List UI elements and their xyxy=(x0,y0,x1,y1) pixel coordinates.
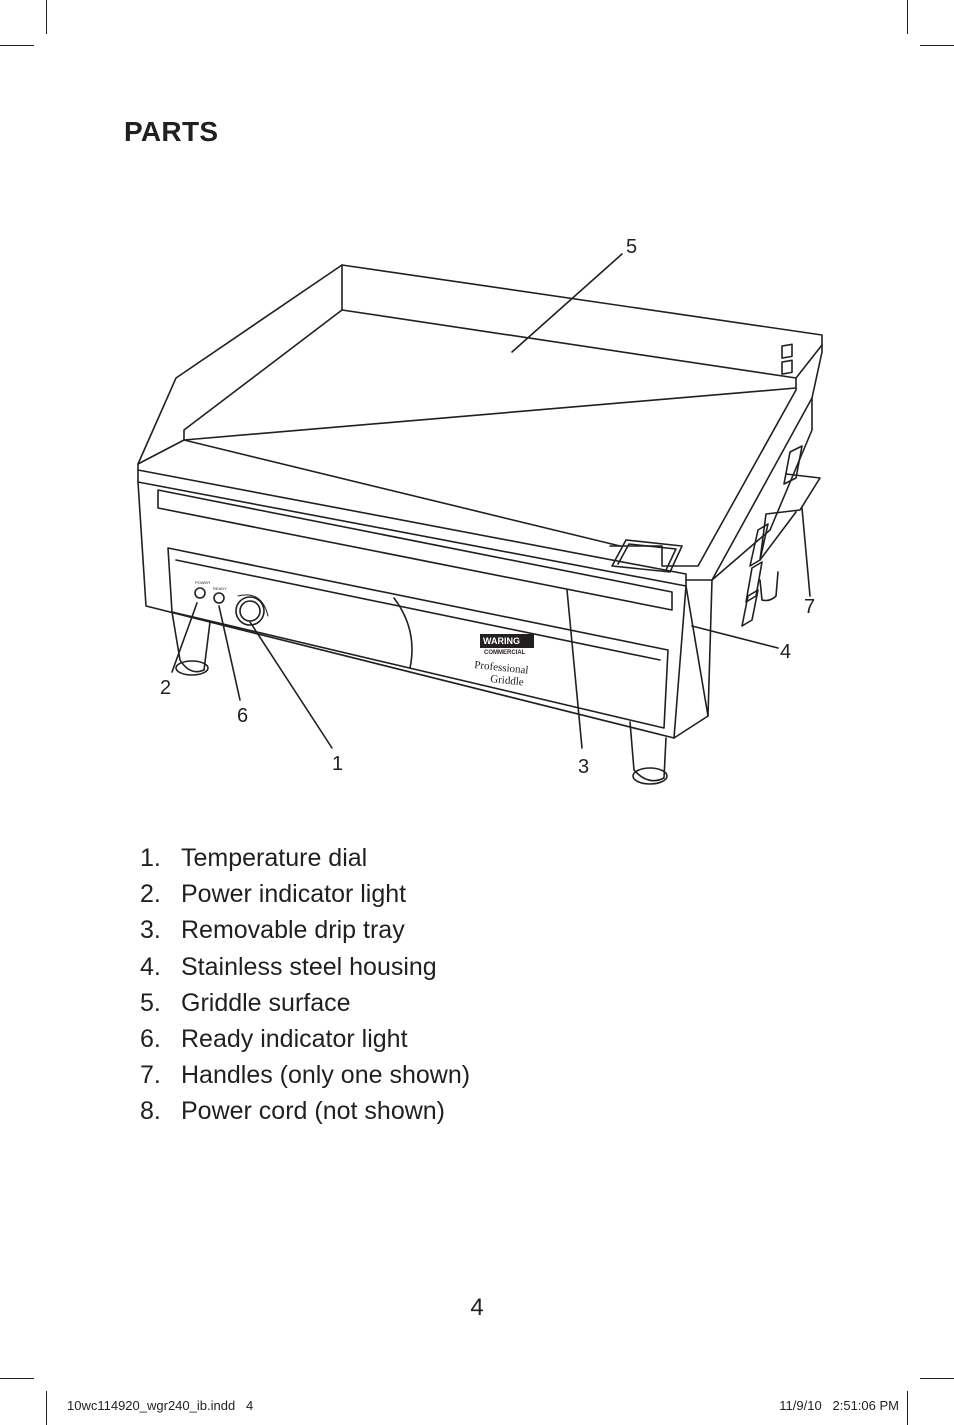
svg-text:WARING: WARING xyxy=(483,636,520,646)
drip-tray xyxy=(157,489,673,611)
control-panel xyxy=(167,547,669,729)
griddle-surface xyxy=(183,387,797,547)
crop-mark xyxy=(907,1391,908,1425)
svg-text:COMMERCIAL: COMMERCIAL xyxy=(484,650,526,656)
callout-7: 7 xyxy=(804,596,815,618)
footer-file-slug: 10wc114920_wgr240_ib.indd 4 xyxy=(67,1398,254,1413)
callout-2: 2 xyxy=(160,677,171,699)
parts-list: 1.Temperature dial 2.Power indicator lig… xyxy=(140,840,470,1130)
page-number: 4 xyxy=(470,1294,484,1321)
callout-5: 5 xyxy=(626,236,637,258)
temperature-dial xyxy=(235,596,265,626)
side-splash xyxy=(137,264,343,471)
list-item: 4.Stainless steel housing xyxy=(140,952,437,981)
crop-mark xyxy=(0,1378,34,1379)
list-item: 6.Ready indicator light xyxy=(140,1024,408,1053)
svg-text:Professional: Professional xyxy=(474,659,529,677)
crop-mark xyxy=(46,0,47,34)
leg xyxy=(759,571,779,602)
crop-mark xyxy=(920,45,954,46)
griddle-diagram: WARING COMMERCIAL Professional Griddle P… xyxy=(0,180,954,820)
ready-indicator-light xyxy=(213,592,225,604)
list-item: 7.Handles (only one shown) xyxy=(140,1061,471,1090)
back-splash xyxy=(341,264,823,567)
drip-tray-cutout xyxy=(611,539,683,573)
callout-1: 1 xyxy=(332,753,343,775)
handle xyxy=(759,473,821,561)
callout-6: 6 xyxy=(237,705,248,727)
leg xyxy=(629,721,667,782)
list-item: 1.Temperature dial xyxy=(140,844,368,872)
leg xyxy=(171,611,211,673)
crop-mark xyxy=(0,45,34,46)
list-item: 8.Power cord (not shown) xyxy=(140,1097,446,1126)
power-indicator-light xyxy=(194,587,206,599)
list-item: 3.Removable drip tray xyxy=(140,916,405,945)
footer-timestamp: 11/9/10 2:51:06 PM xyxy=(779,1398,899,1413)
crop-mark xyxy=(46,1391,47,1425)
callout-3: 3 xyxy=(578,756,589,778)
crop-mark xyxy=(920,1378,954,1379)
svg-text:POWER: POWER xyxy=(195,580,210,585)
crop-mark xyxy=(907,0,908,34)
list-item: 2.Power indicator light xyxy=(140,880,407,909)
page-title: PARTS xyxy=(124,116,219,147)
svg-text:READY: READY xyxy=(213,586,227,591)
housing-front xyxy=(137,481,687,739)
list-item: 5.Griddle surface xyxy=(140,988,351,1017)
brand-plate: WARING COMMERCIAL Professional Griddle P… xyxy=(195,580,534,689)
callout-4: 4 xyxy=(780,641,791,663)
svg-text:Griddle: Griddle xyxy=(490,673,525,688)
